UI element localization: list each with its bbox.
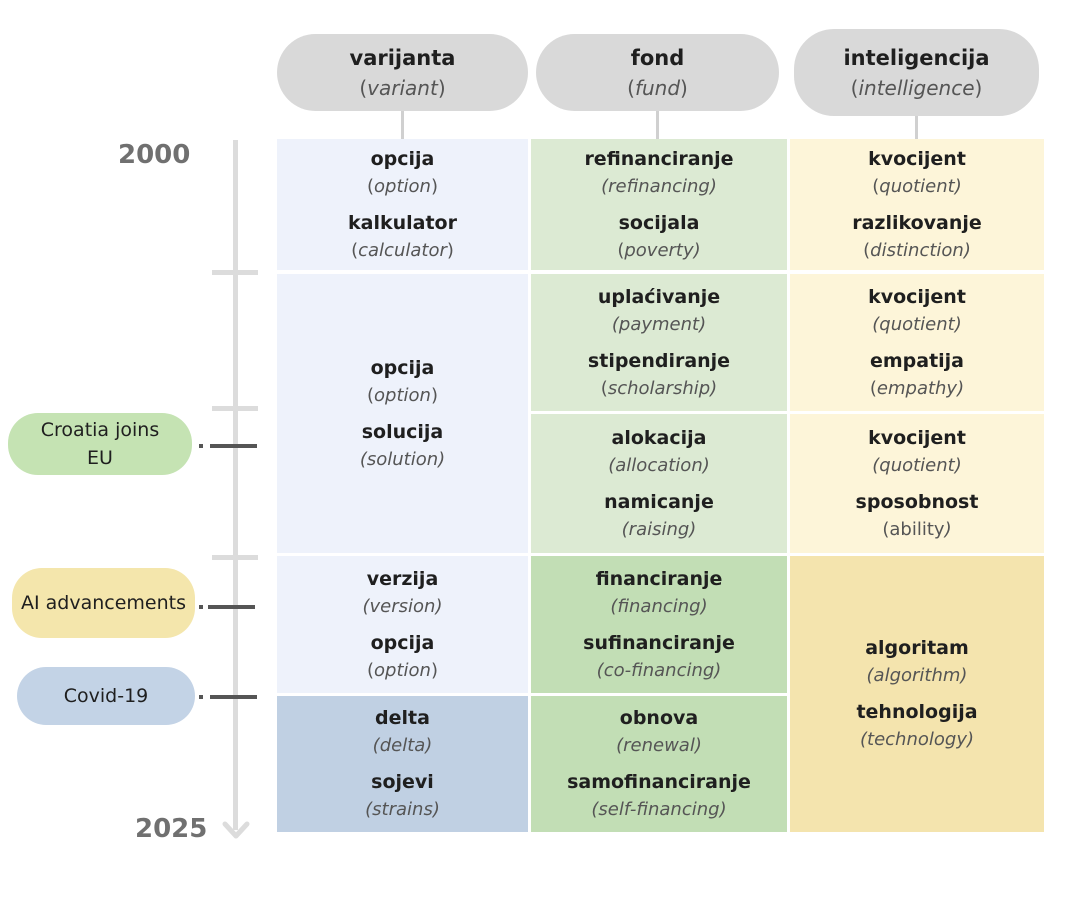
cell-varijanta-2005: opcija (option) solucija (solution) [277,274,528,553]
cell-fond-2020: obnova (renewal) samofinanciranje (self-… [531,696,787,832]
term-word: kvocijent [868,285,966,308]
event-marker-dot [199,444,203,448]
cell-fond-2000: refinanciranje (refinancing) socijala (p… [531,139,787,270]
column-header-translation: (fund) [627,75,688,100]
column-connector [656,111,659,139]
term-word: kvocijent [868,426,966,449]
term-translation: (ability) [882,518,952,540]
term-translation: (renewal) [616,735,702,756]
cell-fond-2010: alokacija (allocation) namicanje (raisin… [531,414,787,553]
cell-varijanta-2000: opcija (option) kalkulator (calculator) [277,139,528,270]
term-word: sposobnost [855,490,979,513]
timeline-start-year: 2000 [118,140,191,170]
timeline-tick [212,270,258,275]
term-word: algoritam [865,637,969,659]
term-word: namicanje [604,490,714,513]
column-header-inteligencija: inteligencija (intelligence) [794,29,1039,116]
column-header-word: fond [630,45,685,70]
timeline-tick [212,555,258,560]
timeline-tick [212,406,258,411]
term-translation: (refinancing) [601,175,717,197]
cell-inteligencija-2005: kvocijent (quotient) empatija (empathy) [790,274,1044,411]
term-translation: (technology) [860,729,974,750]
term-translation: (delta) [372,735,433,756]
term-word: empatija [869,349,965,372]
column-header-translation: (intelligence) [850,75,983,100]
cell-fond-2005: uplaćivanje (payment) stipendiranje (sch… [531,274,787,411]
term-translation: (strains) [365,799,440,820]
event-ai-advancements: AI advancements [12,568,195,638]
column-header-word: inteligencija [843,45,990,70]
term-translation: (allocation) [608,454,710,476]
term-translation: (financing) [610,595,708,617]
term-word: samofinanciranje [567,771,751,793]
term-translation: (co-financing) [596,659,722,681]
term-translation: (option) [367,659,438,681]
term-translation: (self-financing) [591,799,727,820]
event-marker [210,695,257,699]
term-word: delta [375,707,430,729]
term-translation: (version) [362,595,443,617]
timeline-axis [233,140,238,830]
term-word: tehnologija [856,701,978,723]
term-translation: (option) [367,384,438,406]
term-translation: (raising) [621,518,697,540]
event-label: Croatia joins EU [40,419,160,469]
term-word: sufinanciranje [583,631,735,654]
term-word: opcija [370,147,435,170]
event-label: AI advancements [21,592,186,614]
term-word: sojevi [371,771,434,793]
cell-inteligencija-2000: kvocijent (quotient) razlikovanje (disti… [790,139,1044,270]
term-word: socijala [618,211,700,234]
term-word: alokacija [611,426,707,449]
column-header-varijanta: varijanta (variant) [277,34,528,111]
term-translation: (option) [367,175,438,197]
term-translation: (quotient) [872,175,962,197]
event-marker-dot [199,695,203,699]
term-translation: (quotient) [872,313,962,335]
cell-fond-2016: financiranje (financing) sufinanciranje … [531,556,787,693]
term-word: stipendiranje [587,349,731,372]
term-word: opcija [370,356,435,379]
term-translation: (payment) [611,313,707,335]
event-marker [210,444,257,448]
cell-varijanta-2016: verzija (version) opcija (option) [277,556,528,693]
term-translation: (solution) [359,448,446,470]
event-label: Covid-19 [63,685,149,707]
term-word: uplaćivanje [597,285,721,308]
column-header-word: varijanta [349,45,456,70]
term-word: obnova [619,707,699,729]
term-word: kvocijent [868,147,966,170]
event-marker [208,605,255,609]
column-header-fond: fond (fund) [536,34,779,111]
term-translation: (calculator) [351,239,454,261]
term-translation: (poverty) [617,239,701,261]
term-word: opcija [370,631,435,654]
term-translation: (empathy) [869,377,965,399]
event-covid-19: Covid-19 [17,667,195,725]
column-connector [401,111,404,139]
timeline-end-year: 2025 [135,814,208,844]
event-marker-dot [199,605,203,609]
column-connector [915,116,918,139]
cell-inteligencija-2016-2025: algoritam (algorithm) tehnologija (techn… [790,556,1044,832]
term-word: financiranje [595,567,723,590]
term-word: verzija [366,567,439,590]
term-translation: (distinction) [863,239,971,261]
timeline-arrow-icon [222,821,250,839]
term-word: kalkulator [348,211,457,234]
term-translation: (scholarship) [600,377,718,399]
cell-varijanta-2020: delta (delta) sojevi (strains) [277,696,528,832]
term-word: solucija [361,420,444,443]
cell-inteligencija-2010: kvocijent (quotient) sposobnost (ability… [790,414,1044,553]
column-header-translation: (variant) [359,75,446,100]
term-word: refinanciranje [584,147,734,170]
term-word: razlikovanje [852,211,982,234]
event-croatia-joins-eu: Croatia joins EU [8,413,192,475]
term-translation: (algorithm) [866,665,968,686]
term-translation: (quotient) [872,454,962,476]
